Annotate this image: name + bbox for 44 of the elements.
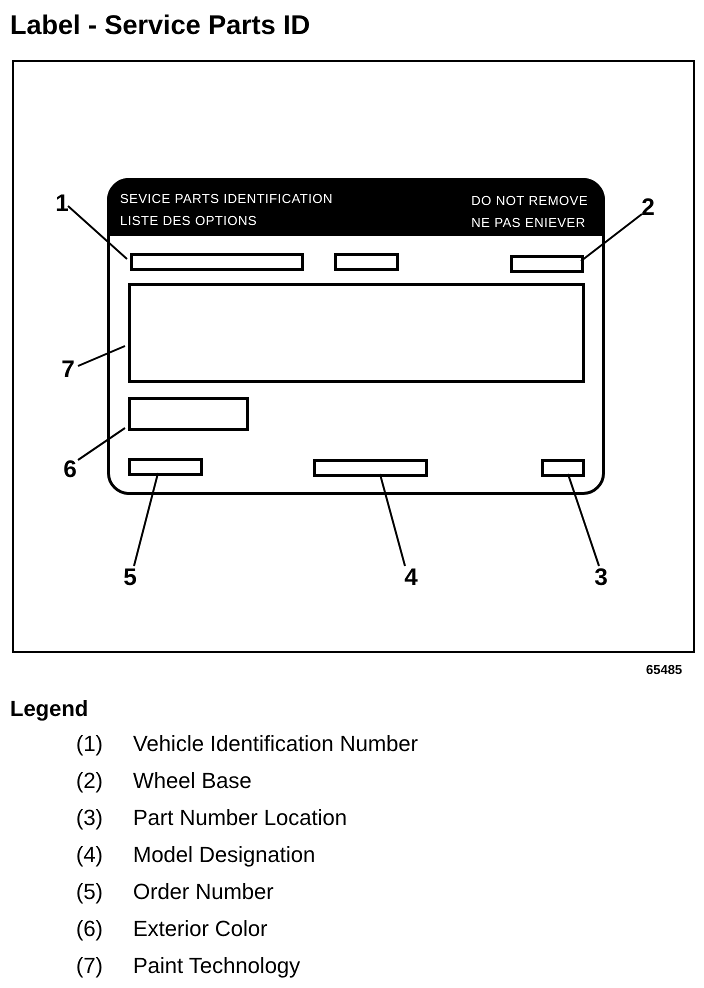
- blank-field: [128, 458, 203, 476]
- callout-number: 7: [58, 356, 78, 384]
- blank-field: [130, 253, 304, 271]
- leader-line: [567, 474, 600, 566]
- legend-text: Part Number Location: [133, 804, 347, 832]
- legend-text: Wheel Base: [133, 767, 252, 795]
- legend-number: (2): [76, 767, 104, 795]
- label-header-text: LISTE DES OPTIONS: [120, 212, 258, 230]
- label-header-text: DO NOT REMOVE: [471, 192, 588, 210]
- legend-number: (1): [76, 730, 104, 758]
- callout-number: 6: [60, 456, 80, 484]
- blank-field: [541, 459, 585, 477]
- legend-heading: Legend: [10, 695, 88, 723]
- legend-number: (3): [76, 804, 104, 832]
- leader-line: [379, 474, 406, 566]
- leader-line: [78, 345, 126, 367]
- blank-field: [128, 397, 249, 431]
- leader-line: [77, 427, 126, 461]
- legend-number: (5): [76, 878, 104, 906]
- parts-label-card: [107, 178, 605, 495]
- leader-line: [580, 213, 643, 262]
- diagram-title: Label - Service Parts ID: [10, 9, 310, 42]
- leader-line: [67, 205, 128, 260]
- callout-number: 2: [638, 194, 658, 222]
- blank-field: [510, 255, 584, 273]
- legend-text: Exterior Color: [133, 915, 268, 943]
- legend-text: Model Designation: [133, 841, 316, 869]
- blank-field: [334, 253, 399, 271]
- legend-text: Vehicle Identification Number: [133, 730, 418, 758]
- callout-number: 1: [52, 190, 72, 218]
- callout-number: 3: [591, 564, 611, 592]
- label-header-text: SEVICE PARTS IDENTIFICATION: [120, 190, 333, 208]
- legend-number: (7): [76, 952, 104, 980]
- callout-number: 5: [120, 564, 140, 592]
- figure-number: 65485: [646, 661, 682, 679]
- blank-field: [128, 283, 585, 383]
- legend-number: (6): [76, 915, 104, 943]
- callout-number: 4: [401, 564, 421, 592]
- legend-number: (4): [76, 841, 104, 869]
- label-header-text: NE PAS ENIEVER: [471, 214, 587, 232]
- blank-field: [313, 459, 428, 477]
- legend-text: Order Number: [133, 878, 274, 906]
- leader-line: [133, 472, 159, 566]
- legend-text: Paint Technology: [133, 952, 300, 980]
